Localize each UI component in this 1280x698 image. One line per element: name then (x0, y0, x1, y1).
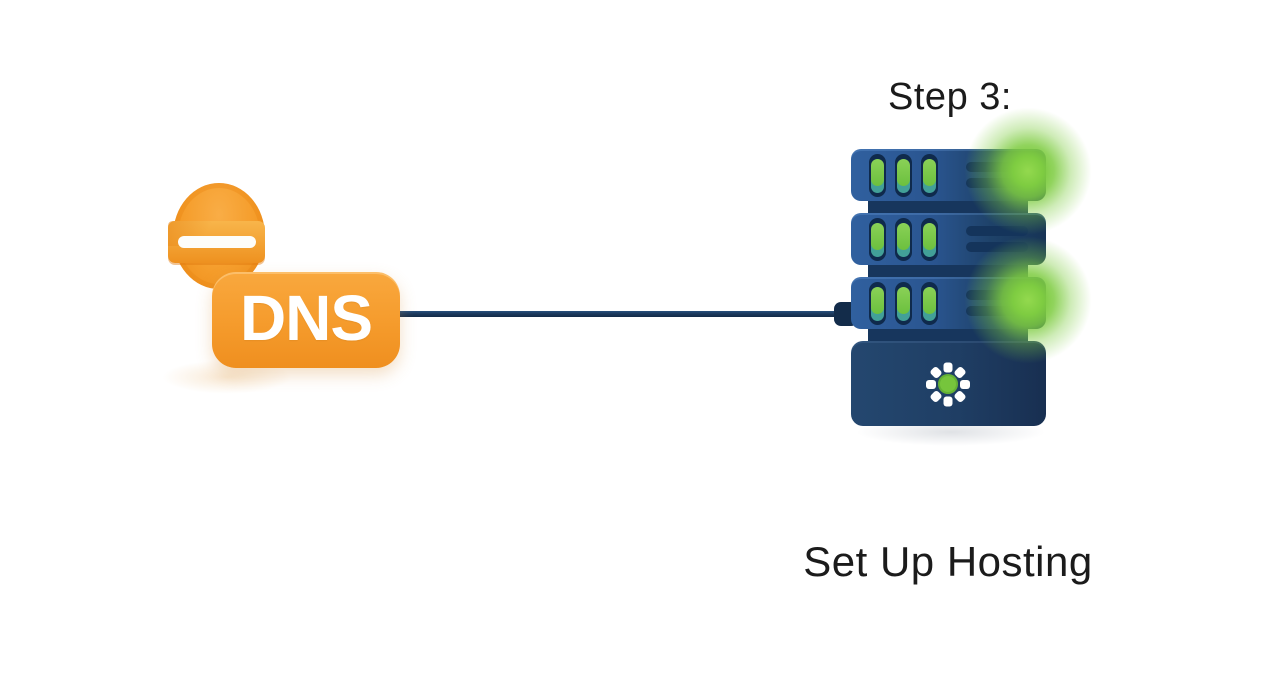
caption-text: Set Up Hosting (803, 538, 1093, 585)
dns-badge: DNS (212, 272, 400, 368)
dns-globe-band-icon (168, 221, 265, 263)
dns-band-stripe (178, 236, 256, 248)
spinner-core-icon (938, 374, 958, 394)
status-led-icon (869, 218, 886, 261)
server-unit-3 (851, 277, 1046, 329)
step-heading: Step 3: (888, 76, 1012, 118)
server-riser (868, 200, 1028, 214)
vent-bars (966, 149, 1030, 201)
server-unit-2 (851, 213, 1046, 265)
vent-bars (966, 277, 1030, 329)
server-unit-1 (851, 149, 1046, 201)
processing-spinner-icon (918, 354, 978, 414)
status-led-icon (921, 282, 938, 325)
cable-line (396, 311, 838, 317)
vent-bars (966, 213, 1030, 265)
server-riser (868, 264, 1028, 278)
status-led-icon (895, 218, 912, 261)
status-led-icon (921, 218, 938, 261)
dns-badge-label: DNS (239, 282, 373, 354)
status-led-icon (869, 154, 886, 197)
status-led-icon (895, 282, 912, 325)
status-led-icon (895, 154, 912, 197)
status-led-icon (921, 154, 938, 197)
server-riser (868, 328, 1028, 342)
status-led-icon (869, 282, 886, 325)
